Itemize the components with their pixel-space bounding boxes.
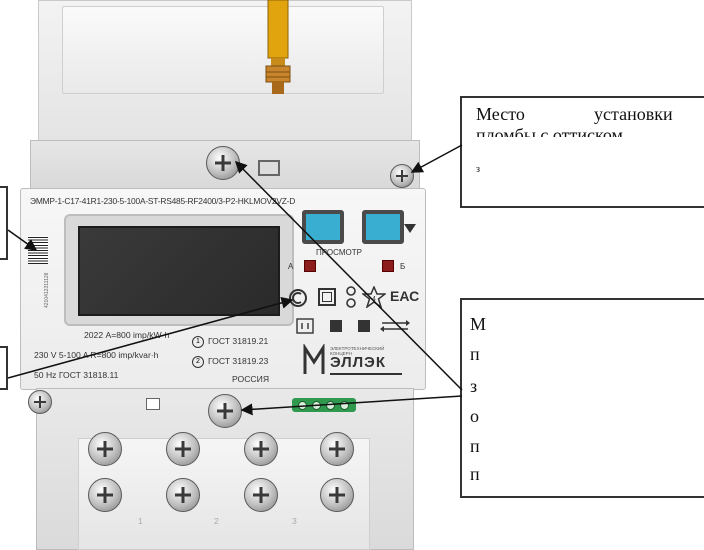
antenna-icon [265, 0, 291, 94]
arrow-icon [380, 320, 410, 332]
indicator-a-led [304, 260, 316, 272]
gost-circle-2: 2 [192, 356, 204, 368]
chevron-down-icon [404, 224, 416, 233]
callout-word: Место [476, 104, 525, 124]
indicator-b-label: Б [400, 262, 406, 271]
voltage-constant-r: 230 V 5-100 A R=800 imp/kvar·h [34, 350, 159, 360]
gost-standard-1: ГОСТ 31819.21 [208, 336, 269, 346]
terminal-screw [88, 478, 122, 512]
terminal-screw [320, 478, 354, 512]
view-label: ПРОСМОТР [316, 248, 362, 257]
view-button-1[interactable] [302, 210, 344, 244]
gost-circle-1: 1 [192, 336, 204, 348]
brand-mark-icon [303, 344, 325, 374]
terminal-screw [320, 432, 354, 466]
brand-subtitle: ЭЛЕКТРОТЕХНИЧЕСКИЙ КОНЦЕРН [330, 346, 385, 356]
left-callout-box-top [0, 186, 8, 260]
lcd-display [78, 226, 280, 316]
gost-standard-2: ГОСТ 31819.23 [208, 356, 269, 366]
indicator-b-led [382, 260, 394, 272]
callout-screws: М п з о п п [460, 298, 704, 498]
double-square-icon [318, 288, 336, 306]
callout-word: пломбы с оттиском [476, 128, 623, 137]
callout-letter: п [470, 464, 480, 484]
frequency-standard: 50 Hz ГОСТ 31818.11 [34, 370, 119, 380]
callout-letter: М [470, 314, 487, 334]
hourglass-icon [346, 286, 356, 308]
terminal-screw [166, 478, 200, 512]
view-button-2[interactable] [362, 210, 404, 244]
outlet-icon [296, 318, 314, 334]
country-label: РОССИЯ [232, 374, 270, 384]
callout-letter: п [470, 436, 480, 456]
small-window [146, 398, 160, 410]
model-designation: ЭММР-1-С17-41R1-230-5-100А-ST-RS485-RF24… [30, 196, 296, 206]
callout-word: з [476, 164, 480, 175]
terminal-screw [244, 432, 278, 466]
callout-letter: п [470, 344, 480, 364]
left-callout-box-bottom [0, 346, 8, 390]
terminal-number: 2 [214, 516, 219, 526]
seal-screw-right [390, 164, 414, 188]
indicator-a-label: А [288, 262, 294, 271]
brand-name: ЭЛЛЭК [330, 354, 386, 371]
callout-letter: о [470, 406, 479, 426]
terminal-screw [88, 432, 122, 466]
terminal-screw [244, 478, 278, 512]
latch [258, 160, 280, 176]
port-square-1 [330, 320, 342, 332]
terminal-number: 3 [292, 516, 297, 526]
terminal-number: 1 [138, 516, 143, 526]
top-transparent-window [62, 6, 384, 94]
callout-letter: з [470, 376, 478, 396]
callout-seal-location: Место установки пломбы с оттиском з [460, 96, 704, 208]
svg-text:4: 4 [372, 296, 376, 303]
eac-mark: ЕАС [390, 288, 420, 304]
callout-word: установки [594, 104, 673, 124]
port-square-2 [358, 320, 370, 332]
year-constant-a: 2022 А=800 imp/kW·h [84, 330, 170, 340]
seal-screw-top [206, 146, 240, 180]
seal-screw-left [28, 390, 52, 414]
brand-logo: ЭЛЕКТРОТЕХНИЧЕСКИЙ КОНЦЕРН ЭЛЛЭК [302, 344, 406, 380]
terminal-screw [166, 432, 200, 466]
